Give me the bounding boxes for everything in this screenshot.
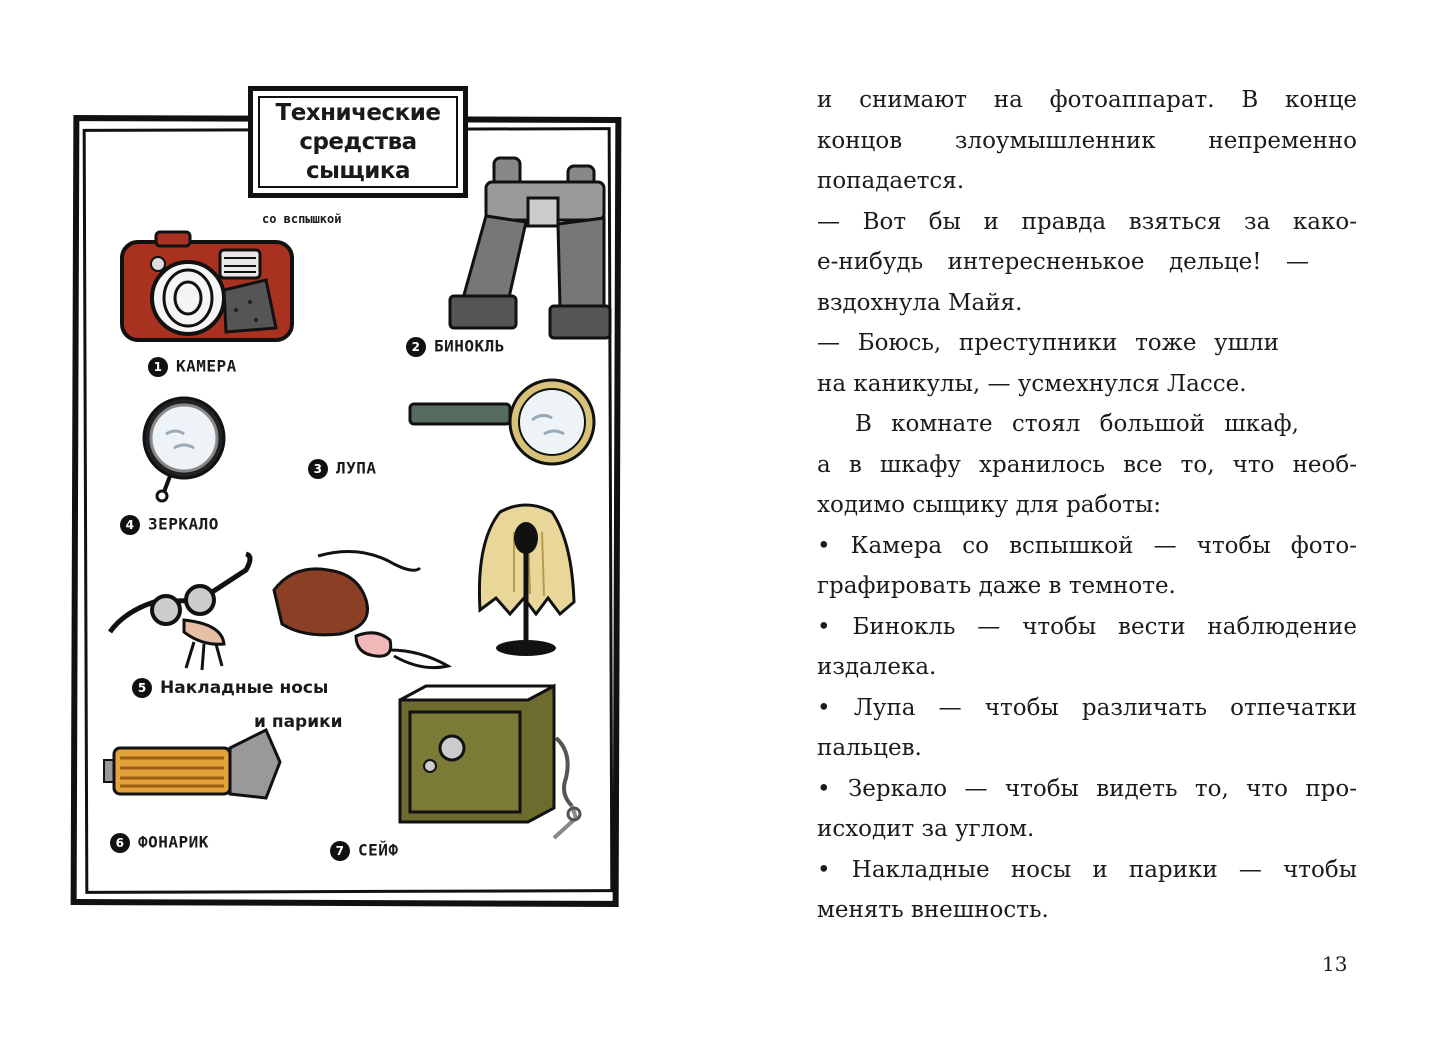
body-line: В комнате стоял большой шкаф, [855, 411, 1299, 437]
wig-icon [477, 503, 576, 656]
magnifier-icon [408, 378, 596, 466]
bullet-line: • Накладные носы и парики — чтобы [817, 856, 1357, 883]
body-line: попадается. [817, 168, 965, 194]
illustration-title-box: Технические средства сыщика [248, 86, 468, 198]
body-line: менять внешность. [817, 897, 1049, 923]
detective-tools-illustration: Технические средства сыщика со вспышкой … [70, 86, 624, 911]
body-line: исходит за углом. [817, 816, 1035, 842]
camera-flash-note: со вспышкой [262, 212, 342, 226]
body-line: а в шкафу хранилось все то, что необ- [817, 451, 1357, 478]
bullet-line: • Камера со вспышкой — чтобы фото- [817, 532, 1357, 559]
disguise-icon [107, 550, 453, 671]
body-line: графировать даже в темноте. [817, 573, 1176, 599]
body-line: и снимают на фотоаппарат. В конце [817, 87, 1357, 113]
flashlight-icon [103, 728, 282, 800]
body-line: вздохнула Майя. [817, 289, 1023, 316]
body-line: пальцев. [817, 735, 922, 761]
body-line: на каникулы, — усмехнулся Лассе. [817, 370, 1247, 397]
body-line: — Вот бы и правда взяться за како- [817, 208, 1357, 235]
camera-icon [120, 230, 294, 342]
body-line: концов злоумышленник непременно [817, 127, 1357, 154]
body-line: е-нибудь интересненькое дельце! — [817, 249, 1309, 275]
safe-icon [398, 683, 582, 840]
bullet-line: • Бинокль — чтобы вести наблюдение [817, 613, 1357, 640]
disguise-label-line2: и парики [254, 712, 343, 732]
binoculars-icon [448, 156, 612, 340]
body-line: — Боюсь, преступники тоже ушли [817, 330, 1279, 356]
body-text: и снимают на фотоаппарат. В конце концов… [817, 80, 1357, 931]
mirror-icon [142, 396, 226, 503]
body-line: издалека. [817, 654, 937, 680]
bullet-line: • Зеркало — чтобы видеть то, что про- [817, 775, 1357, 802]
page-number: 13 [1322, 952, 1348, 976]
bullet-line: • Лупа — чтобы различать отпечатки [817, 694, 1357, 721]
illustration-title: Технические средства сыщика [275, 99, 441, 184]
body-line: ходимо сыщику для работы: [817, 492, 1161, 518]
